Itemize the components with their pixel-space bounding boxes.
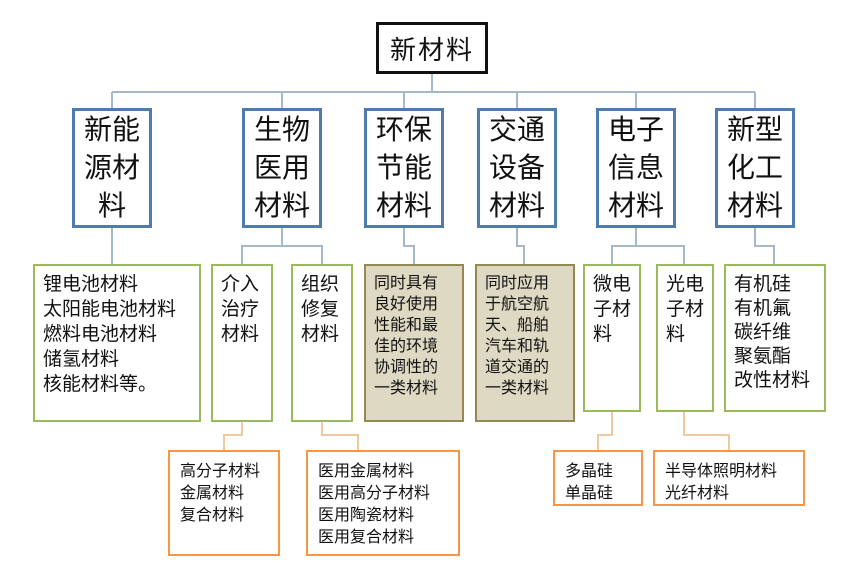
category-new-energy: 新能 源材 料	[72, 108, 152, 228]
leaf-text: 多晶硅 单晶硅	[565, 461, 614, 502]
category-new-chemical: 新型 化工 材料	[715, 108, 795, 228]
category-eco-energy-saving: 环保 节能 材料	[364, 108, 444, 228]
leaf-interventional-types: 高分子材料 金属材料 复合材料	[168, 450, 280, 556]
sub-energy-materials: 锂电池材料 太阳能电池材料 燃料电池材料 储氢材料 核能材料等。	[33, 264, 201, 422]
sub-text: 锂电池材料 太阳能电池材料 燃料电池材料 储氢材料 核能材料等。	[43, 273, 177, 395]
leaf-text: 半导体照明材料 光纤材料	[665, 461, 778, 502]
sub-text: 介入 治疗 材料	[221, 273, 260, 345]
leaf-optoelectronic-types: 半导体照明材料 光纤材料	[653, 450, 805, 506]
category-label: 新型 化工 材料	[726, 113, 783, 222]
sub-microelectronic: 微电 子材 料	[583, 264, 641, 412]
sub-eco-description: 同时具有 良好使用 性能和最 佳的环境 协调性的 一类材料	[364, 264, 464, 422]
root-node: 新材料	[376, 22, 488, 74]
leaf-text: 高分子材料 金属材料 复合材料	[180, 461, 261, 524]
root-label: 新材料	[389, 35, 474, 66]
category-label: 生物 医用 材料	[253, 113, 310, 222]
sub-text: 光电 子材 料	[666, 273, 705, 345]
category-electronic-info: 电子 信息 材料	[596, 108, 676, 228]
category-label: 新能 源材 料	[83, 113, 140, 222]
sub-text: 微电 子材 料	[593, 273, 632, 345]
sub-text: 有机硅 有机氟 碳纤维 聚氨酯 改性材料	[734, 273, 811, 391]
leaf-text: 医用金属材料 医用高分子材料 医用陶瓷材料 医用复合材料	[318, 461, 431, 546]
category-label: 交通 设备 材料	[488, 113, 545, 222]
sub-tissue-repair: 组织 修复 材料	[291, 264, 353, 422]
sub-text: 组织 修复 材料	[301, 273, 340, 345]
sub-text: 同时具有 良好使用 性能和最 佳的环境 协调性的 一类材料	[374, 273, 439, 397]
sub-chemical-list: 有机硅 有机氟 碳纤维 聚氨酯 改性材料	[724, 264, 826, 412]
category-label: 电子 信息 材料	[607, 113, 664, 222]
sub-optoelectronic: 光电 子材 料	[656, 264, 714, 412]
leaf-silicon-types: 多晶硅 单晶硅	[553, 450, 643, 506]
sub-interventional: 介入 治疗 材料	[211, 264, 273, 422]
leaf-medical-types: 医用金属材料 医用高分子材料 医用陶瓷材料 医用复合材料	[306, 450, 460, 556]
category-label: 环保 节能 材料	[375, 113, 432, 222]
sub-transport-description: 同时应用 于航空航 天、船舶 汽车和轨 道交通的 一类材料	[475, 264, 575, 422]
sub-text: 同时应用 于航空航 天、船舶 汽车和轨 道交通的 一类材料	[485, 273, 550, 397]
category-biomedical: 生物 医用 材料	[242, 108, 322, 228]
category-transport-equipment: 交通 设备 材料	[477, 108, 557, 228]
